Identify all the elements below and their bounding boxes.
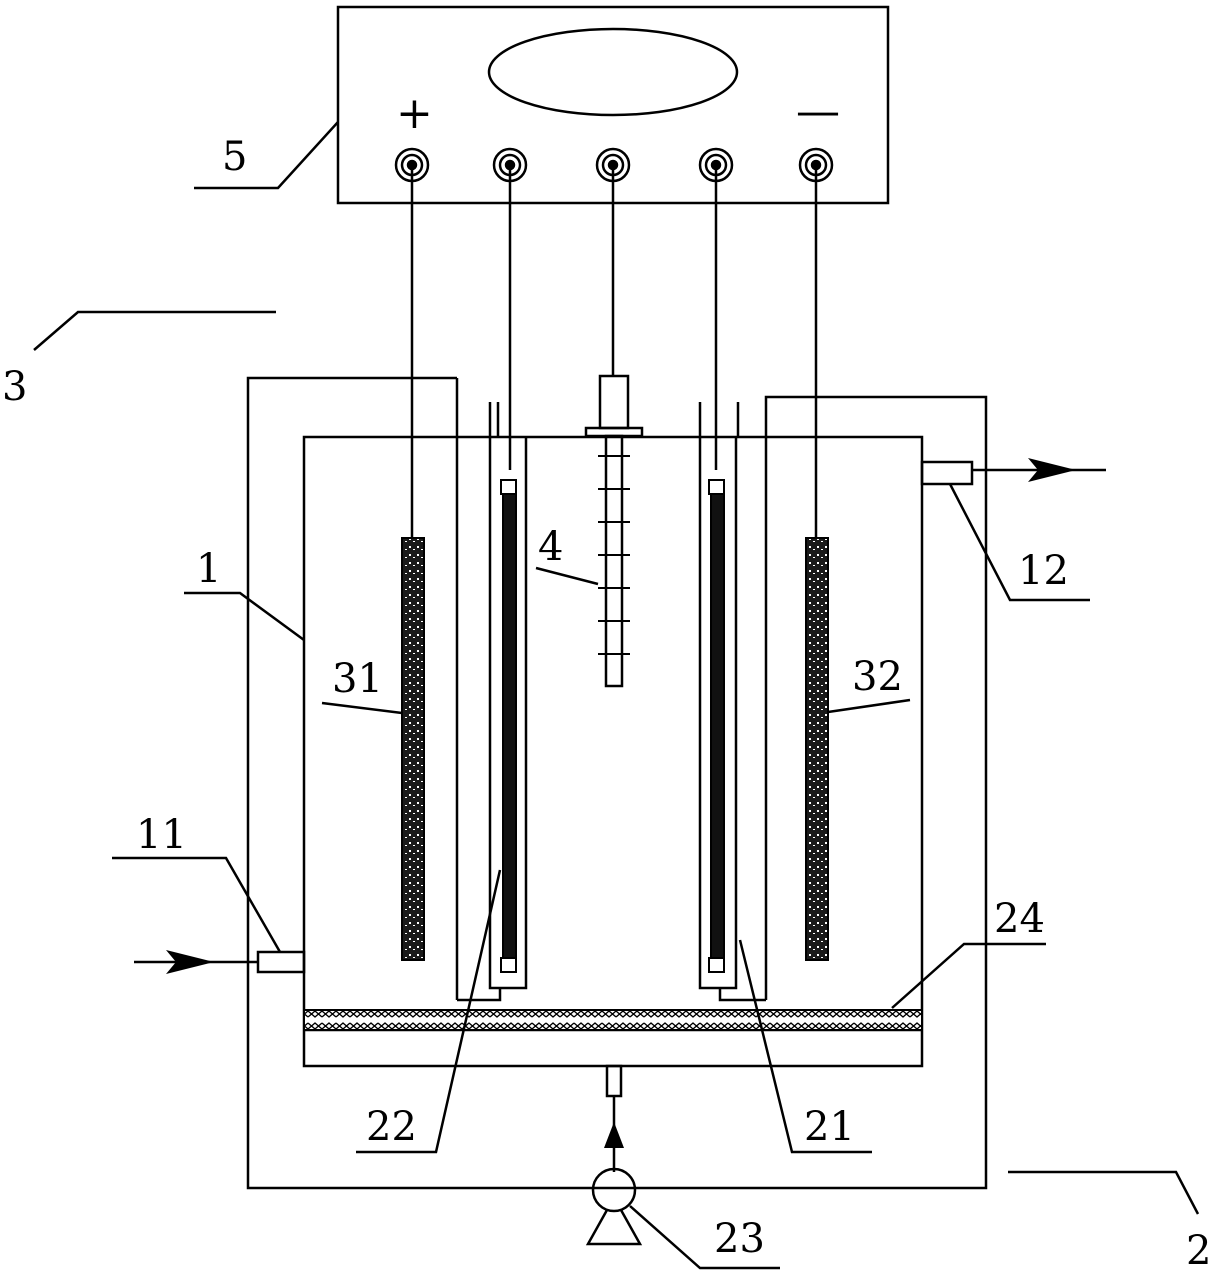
leader-11 [112,856,282,953]
label-3: 3 [2,364,27,410]
outer-frame [246,376,988,1190]
leader-1 [184,591,305,642]
lamp-cap-top-left [500,479,517,495]
label-11: 11 [136,812,187,858]
positive-sign: + [396,88,433,139]
leader-4 [535,566,599,586]
inner-tank [302,435,924,1068]
electrode-31 [401,537,425,961]
lamp-cap-bottom-left [500,957,517,973]
lamp-cap-bottom-right [708,957,725,973]
lamp-sleeve-right [698,402,740,990]
leader-31 [321,701,403,715]
probe-pins [598,455,630,655]
leader-24 [891,942,1046,1009]
label-2: 2 [1186,1228,1211,1274]
power-supply-display [487,27,739,117]
leader-32 [827,698,911,714]
electrode-32 [805,537,829,961]
label-32: 32 [852,654,903,700]
outlet-pipe [920,460,974,486]
leader-12 [948,483,1090,602]
label-21: 21 [804,1104,855,1150]
perforated-plate [303,1009,923,1031]
label-1: 1 [196,546,221,592]
sleeve-foot-right [718,988,766,1002]
label-31: 31 [332,656,383,702]
leader-22 [356,869,502,1154]
leader-21 [738,939,872,1154]
label-4: 4 [538,524,563,570]
outlet-arrowhead [1028,458,1076,482]
pump-arrowhead [604,1122,624,1148]
label-23: 23 [714,1216,765,1262]
leader-2 [1008,1170,1200,1215]
label-24: 24 [994,896,1045,942]
lamp-sleeve-left [488,402,528,990]
negative-sign: — [796,86,840,137]
lamp-tube-left [502,483,517,961]
label-5: 5 [222,134,247,180]
probe-rod [604,434,624,688]
inlet-pipe [256,950,306,974]
leader-5 [194,121,339,190]
pump-stand [585,1209,643,1246]
pump-body [591,1167,637,1213]
probe-cap [598,374,630,430]
label-12: 12 [1018,548,1069,594]
leader-23 [629,1205,780,1270]
lamp-tube-right [710,483,725,961]
sleeve-foot-left [457,988,502,1002]
bottom-inlet-pipe [605,1064,623,1098]
label-22: 22 [366,1104,417,1150]
inlet-arrowhead [166,950,214,974]
leader-3 [33,310,276,351]
lamp-cap-top-right [708,479,725,495]
